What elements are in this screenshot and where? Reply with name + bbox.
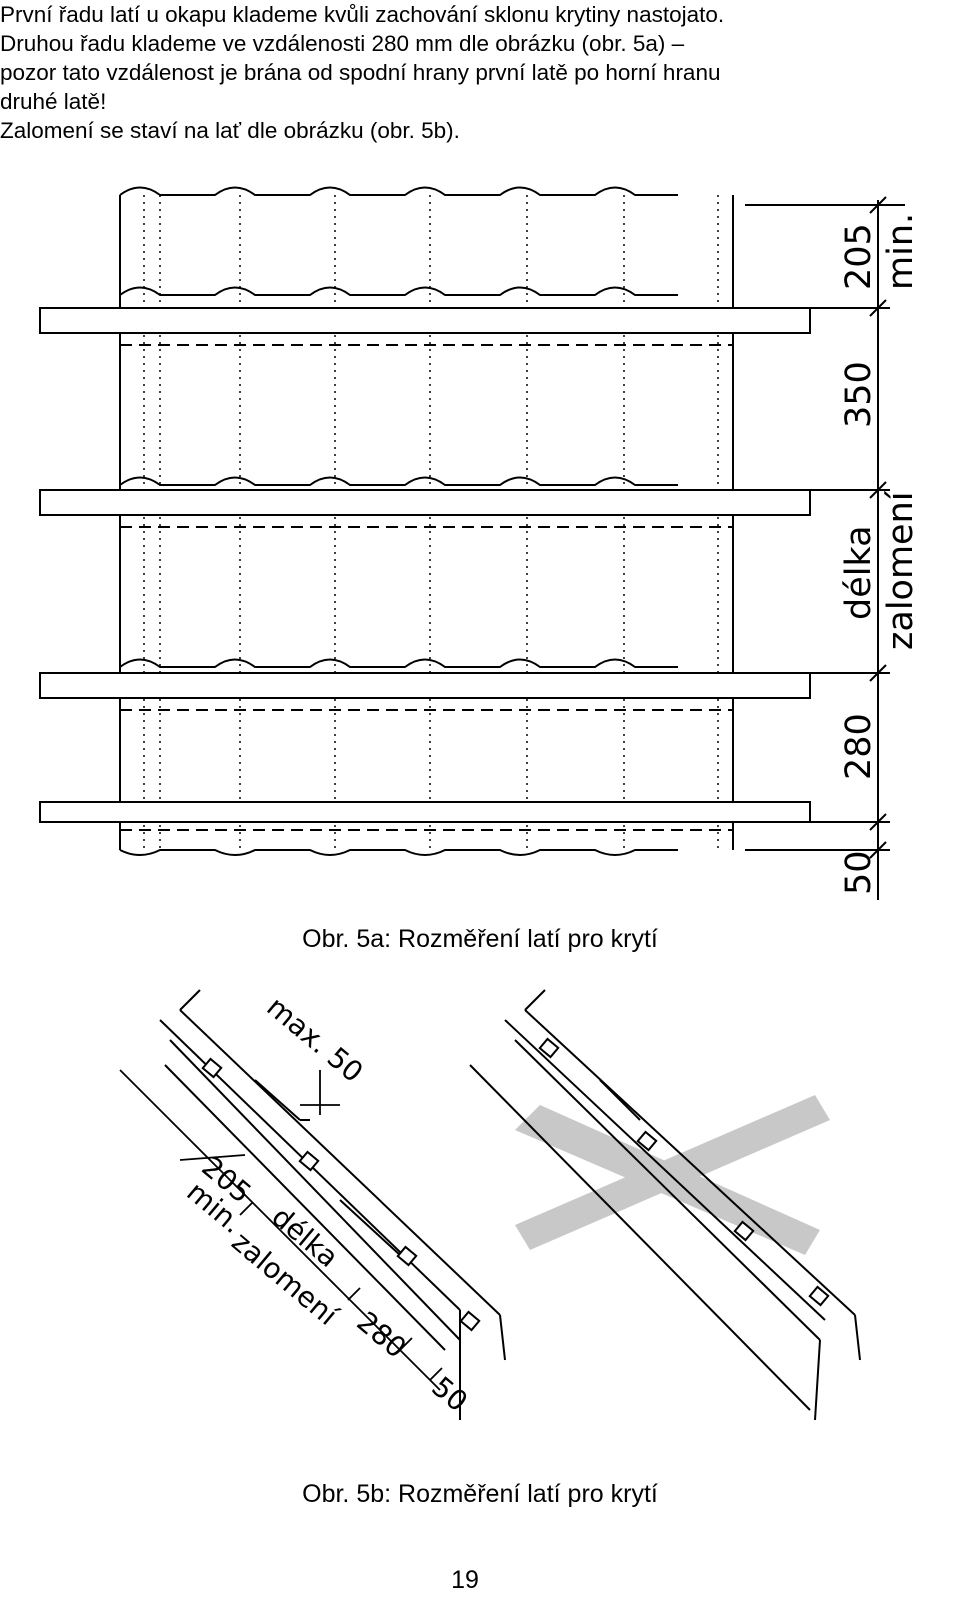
intro-line-2: Druhou řadu klademe ve vzdálenosti 280 m… xyxy=(0,31,685,56)
section-left-dimensions xyxy=(119,1069,443,1391)
dimension-labels: 205 min. 350 délka zalomení 280 50 xyxy=(839,213,921,895)
batten-1 xyxy=(39,307,811,334)
intro-line-3: pozor tato vzdálenost je brána od spodní… xyxy=(0,60,721,85)
dimension-lines xyxy=(745,196,905,900)
batten-hidden-dashed-lines xyxy=(120,344,733,831)
dim-min: min. xyxy=(881,213,921,290)
batten-3 xyxy=(39,672,811,699)
section-left-labels: max. 50 205 min. délka zalomení 280 50 xyxy=(181,990,475,1418)
section-right-cross xyxy=(515,1095,830,1255)
dim-50: 50 xyxy=(839,850,879,895)
dim-350: 350 xyxy=(839,361,879,428)
figure-5a-batten-layout: 205 min. 350 délka zalomení 280 50 xyxy=(39,186,921,900)
tile-sheet xyxy=(119,186,734,856)
figure-5a-caption: Obr. 5a: Rozměření latí pro krytí xyxy=(302,925,658,953)
dim-zalomeni: zalomení xyxy=(881,490,921,650)
section-right-clips xyxy=(538,1037,830,1307)
intro-line-1: První řadu latí u okapu klademe kvůli za… xyxy=(0,2,725,27)
batten-2 xyxy=(39,489,811,516)
dim-delka: délka xyxy=(839,525,879,620)
batten-4 xyxy=(39,801,811,823)
dim-280: 280 xyxy=(839,713,879,780)
figure-5b-section-views: max. 50 205 min. délka zalomení 280 50 xyxy=(119,989,861,1421)
section-right xyxy=(469,989,861,1421)
dim-205: 205 xyxy=(839,223,879,290)
section-left-clips xyxy=(201,1057,481,1332)
battens xyxy=(39,307,811,823)
page-number: 19 xyxy=(451,1566,479,1594)
intro-line-5: Zalomení se staví na lať dle obrázku (ob… xyxy=(0,118,460,143)
label-max-50: max. 50 xyxy=(261,990,370,1089)
intro-text: První řadu latí u okapu klademe kvůli za… xyxy=(0,0,955,145)
figure-5b-caption: Obr. 5b: Rozměření latí pro krytí xyxy=(302,1480,658,1508)
label-280: 280 xyxy=(351,1305,413,1365)
intro-line-4: druhé latě! xyxy=(0,89,107,114)
